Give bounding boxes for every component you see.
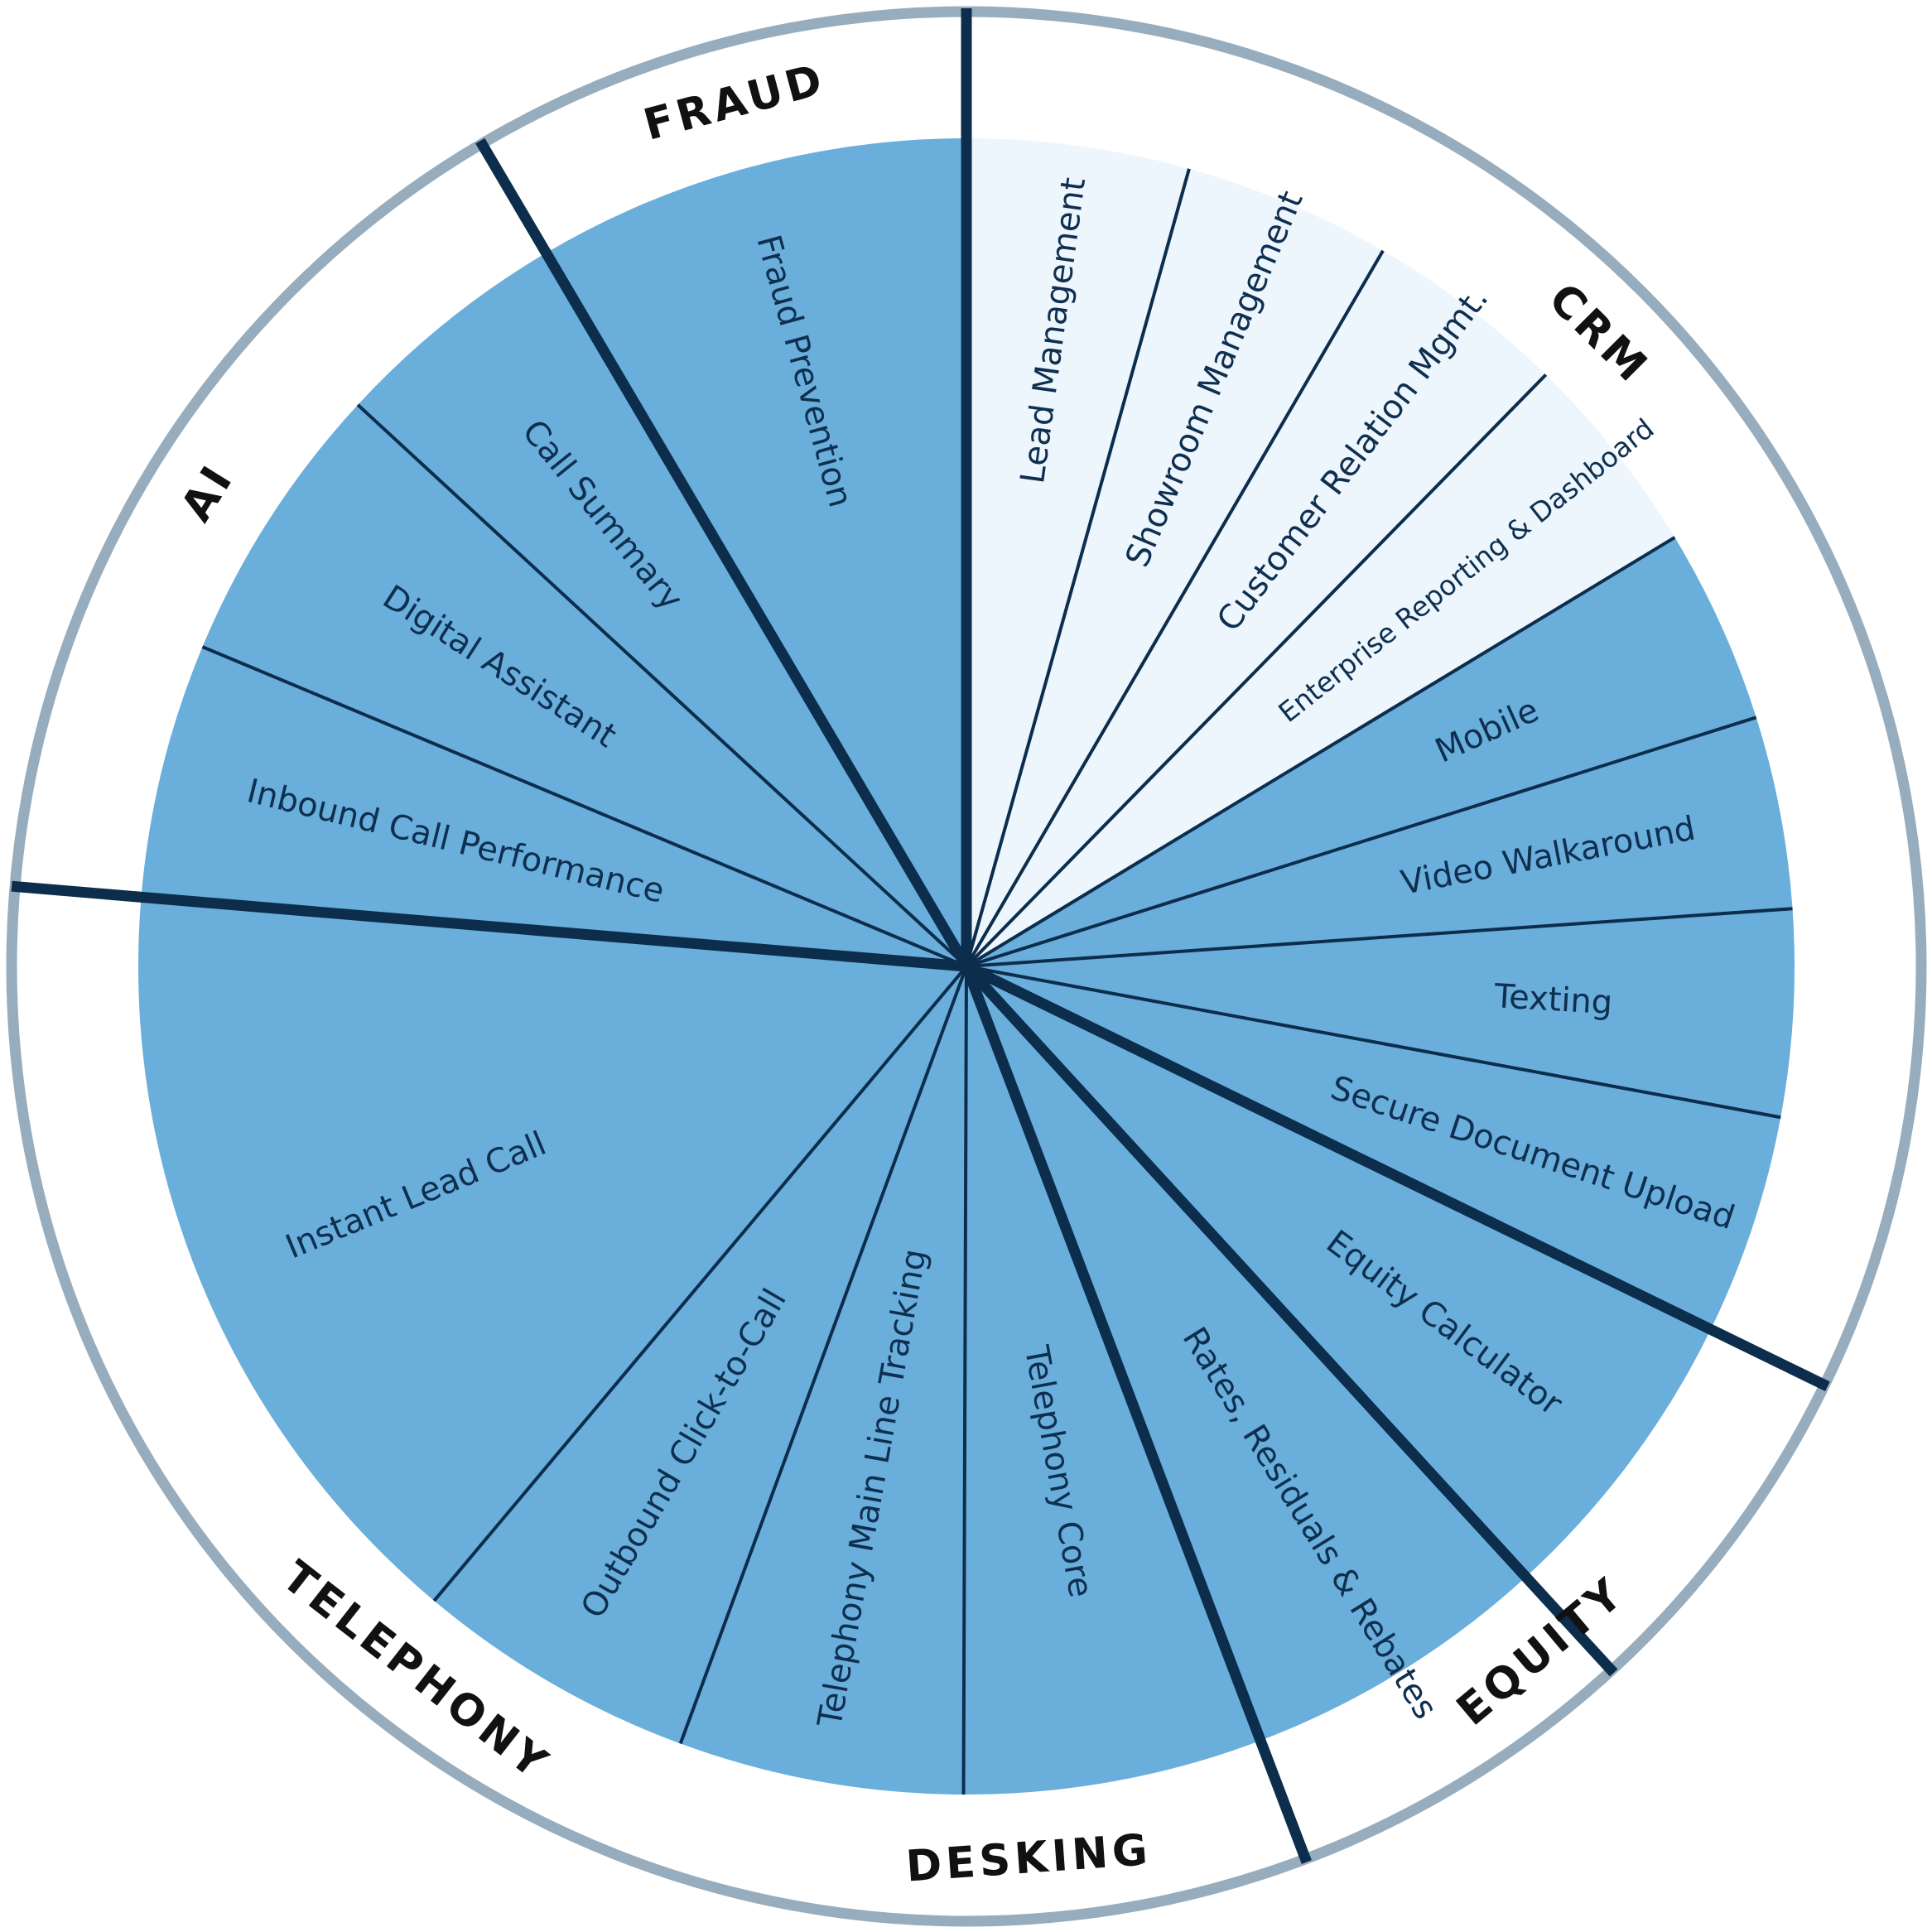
category-divider (964, 961, 1830, 1392)
segment-divider (965, 536, 1676, 968)
segment-divider (965, 249, 1385, 968)
segment-divider (965, 373, 1548, 968)
segment-divider (966, 965, 1781, 1120)
hub (959, 959, 974, 974)
segment-divider (356, 403, 968, 968)
segment-video-walkaround (966, 717, 1793, 966)
segment-lead-management (966, 138, 1189, 966)
segment-secure-document-upload (966, 966, 1781, 1330)
segment-label-texting: Texting (1492, 977, 1613, 1022)
segment-divider (965, 168, 1191, 967)
category-divider (11, 880, 967, 972)
segment-rates-residuals-and-rebates (966, 966, 1526, 1741)
segment-telephony-main-line-tracking (680, 966, 966, 1795)
segment-fraud-prevention (546, 138, 966, 966)
segment-telephony-core (963, 966, 1261, 1795)
segment-divider (966, 715, 1757, 968)
segment-equity-calculator (966, 966, 1711, 1578)
segment-call-summary (358, 253, 966, 966)
segment-divider (432, 965, 968, 1602)
segment-divider (966, 907, 1793, 968)
segment-texting (966, 908, 1795, 1118)
category-divider (475, 137, 971, 970)
segment-mobile (966, 537, 1756, 966)
segment-digital-assistant (202, 404, 966, 966)
segment-divider (961, 966, 968, 1795)
segment-inbound-call-performance (141, 647, 966, 966)
category-divider (961, 964, 1312, 1864)
segment-customer-relation-mgmt (966, 250, 1546, 966)
segment-outbound-click-to-call (434, 966, 966, 1744)
category-divider (962, 962, 1618, 1677)
segment-enterprise-reporting-and-dashboard (966, 374, 1675, 966)
segment-showroom-management (966, 168, 1384, 967)
segment-divider (201, 645, 967, 968)
segment-instant-lead-call (138, 897, 967, 1602)
segment-divider (678, 966, 968, 1745)
